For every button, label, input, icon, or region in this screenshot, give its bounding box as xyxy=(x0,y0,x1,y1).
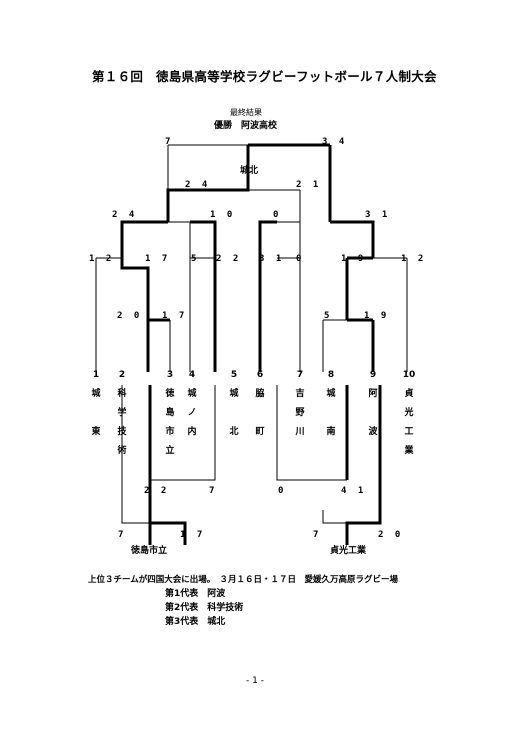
score-semi-left: 2 4 xyxy=(185,180,211,190)
score-r1-5: 3 1 xyxy=(259,254,285,264)
page-title: 第１６回 徳島県高等学校ラグビーフットボール７人制大会 xyxy=(92,69,437,84)
note-line: 上位３チームが四国大会に出場。 ３月１６日・１７日 愛媛久万高原ラグビー場 xyxy=(88,575,398,585)
score-r1-4: 2 2 xyxy=(216,254,242,264)
score-r1-8: 1 2 xyxy=(401,254,427,264)
score-cons-r4: 2 0 xyxy=(378,530,404,540)
score-r0-right: 5 xyxy=(324,311,333,321)
score-semi-right: 2 1 xyxy=(296,180,322,190)
cons-right-winner: 貞光工業 xyxy=(330,546,367,556)
score-r0-left: 2 0 xyxy=(117,311,143,321)
score-r1-3: 5 xyxy=(191,254,200,264)
score-r0-rightright: 1 9 xyxy=(364,311,390,321)
score-r1-6: 0 xyxy=(296,254,305,264)
score-final-right: 3 4 xyxy=(322,137,348,147)
winner-line: 優勝 阿波高校 xyxy=(214,121,278,131)
rep-3: 第3代表 城北 xyxy=(165,617,226,627)
score-qf2-left: 0 xyxy=(273,210,282,220)
score-cons-l4: 1 7 xyxy=(180,530,206,540)
score-cons-r3: 7 xyxy=(313,530,322,540)
score-cons-r2: 4 1 xyxy=(341,486,367,496)
score-r1-2: 1 7 xyxy=(145,254,171,264)
rep-2: 第2代表 科学技術 xyxy=(165,603,244,613)
rep-1: 第1代表 阿波 xyxy=(165,589,226,599)
score-cons-r1: 0 xyxy=(278,486,287,496)
semi-label: 城北 xyxy=(240,166,259,176)
cons-left-winner: 徳島市立 xyxy=(131,546,168,556)
score-qf1-left: 2 4 xyxy=(112,210,138,220)
score-cons-l1: 2 2 xyxy=(144,486,170,496)
page-number: - 1 - xyxy=(246,676,264,686)
score-final-left: 7 xyxy=(165,137,174,147)
score-qf2-right: 3 1 xyxy=(365,210,391,220)
score-qf1-right: 1 0 xyxy=(210,210,236,220)
score-r0-leftright: 1 7 xyxy=(162,311,188,321)
score-r1-7: 1 9 xyxy=(341,254,367,264)
score-cons-l3: 7 xyxy=(118,530,127,540)
score-r1-1: 1 2 xyxy=(89,254,115,264)
final-label: 最終結果 xyxy=(230,108,262,117)
score-cons-l2: 7 xyxy=(209,486,218,496)
